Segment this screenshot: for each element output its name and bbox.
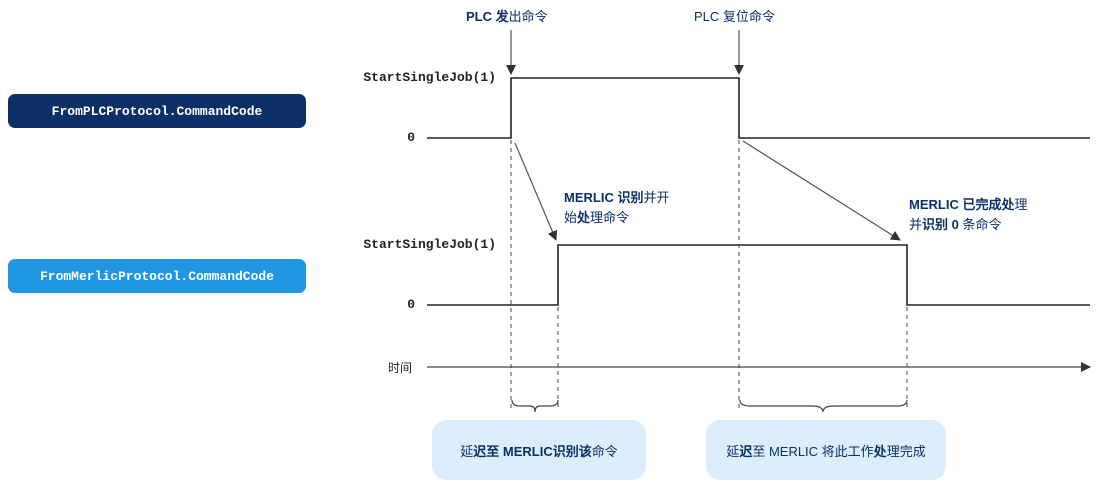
- box-bold: 迟: [739, 443, 753, 459]
- time-axis-label: 时间: [388, 361, 413, 375]
- box-text: 至 MERLIC: [486, 443, 553, 459]
- box-text: 理完成: [886, 443, 926, 459]
- annot-bold: MERLIC: [564, 190, 618, 205]
- plc-waveform: [427, 77, 1090, 139]
- plc-high-level-label: StartSingleJob(1): [363, 70, 496, 85]
- annot-text: 并: [909, 217, 923, 232]
- box-bold: 识别该: [552, 443, 592, 459]
- merlic-low-level-label: 0: [407, 297, 415, 312]
- box-text: 命令: [591, 443, 618, 459]
- annot-bold: 识别 0: [922, 217, 959, 232]
- plc-signal-label: FromPLCProtocol.CommandCode: [8, 94, 306, 128]
- recognize-arrow: [514, 142, 558, 241]
- annot-bold: 发: [495, 9, 509, 24]
- merlic-waveform: [427, 244, 1090, 306]
- annot-text: 始: [564, 210, 578, 225]
- box-text: 延: [460, 443, 474, 459]
- plc-reset-annotation: PLC 复位命令: [694, 7, 775, 27]
- annot-text: PLC: [466, 9, 496, 24]
- annot-text: PLC 复位命令: [694, 9, 775, 24]
- delay-recognize-box: 延迟至 MERLIC 识别该命令: [432, 420, 646, 480]
- box-bold: 处: [873, 443, 887, 459]
- merlic-done-annotation: MERLIC 已完成处理 并识别 0 条命令: [909, 195, 1027, 235]
- box-text: 至 MERLIC 将此工作: [752, 443, 874, 459]
- annot-bold: 处: [577, 210, 591, 225]
- box-bold: 迟: [473, 443, 487, 459]
- annot-bold: MERLIC 已完成: [909, 197, 1002, 212]
- annot-text: 理: [1014, 197, 1028, 212]
- annot-text: 并开: [643, 190, 670, 205]
- brace-long: [739, 399, 908, 413]
- plc-low-level-label: 0: [407, 130, 415, 145]
- merlic-high-level-label: StartSingleJob(1): [363, 237, 496, 252]
- annot-bold: 处: [1001, 197, 1015, 212]
- annot-text: 条命令: [958, 217, 1002, 232]
- box-text: 延: [726, 443, 740, 459]
- annot-text: 理命令: [590, 210, 630, 225]
- done-arrow: [742, 140, 901, 241]
- annot-bold: 识别: [617, 190, 644, 205]
- plc-issue-annotation: PLC 发出命令: [466, 7, 548, 27]
- merlic-recognize-annotation: MERLIC 识别并开 始处理命令: [564, 188, 669, 228]
- annot-text: 出命令: [508, 9, 548, 24]
- delay-processing-box: 延迟至 MERLIC 将此工作处理完成: [706, 420, 946, 480]
- brace-short: [511, 399, 559, 413]
- merlic-signal-label: FromMerlicProtocol.CommandCode: [8, 259, 306, 293]
